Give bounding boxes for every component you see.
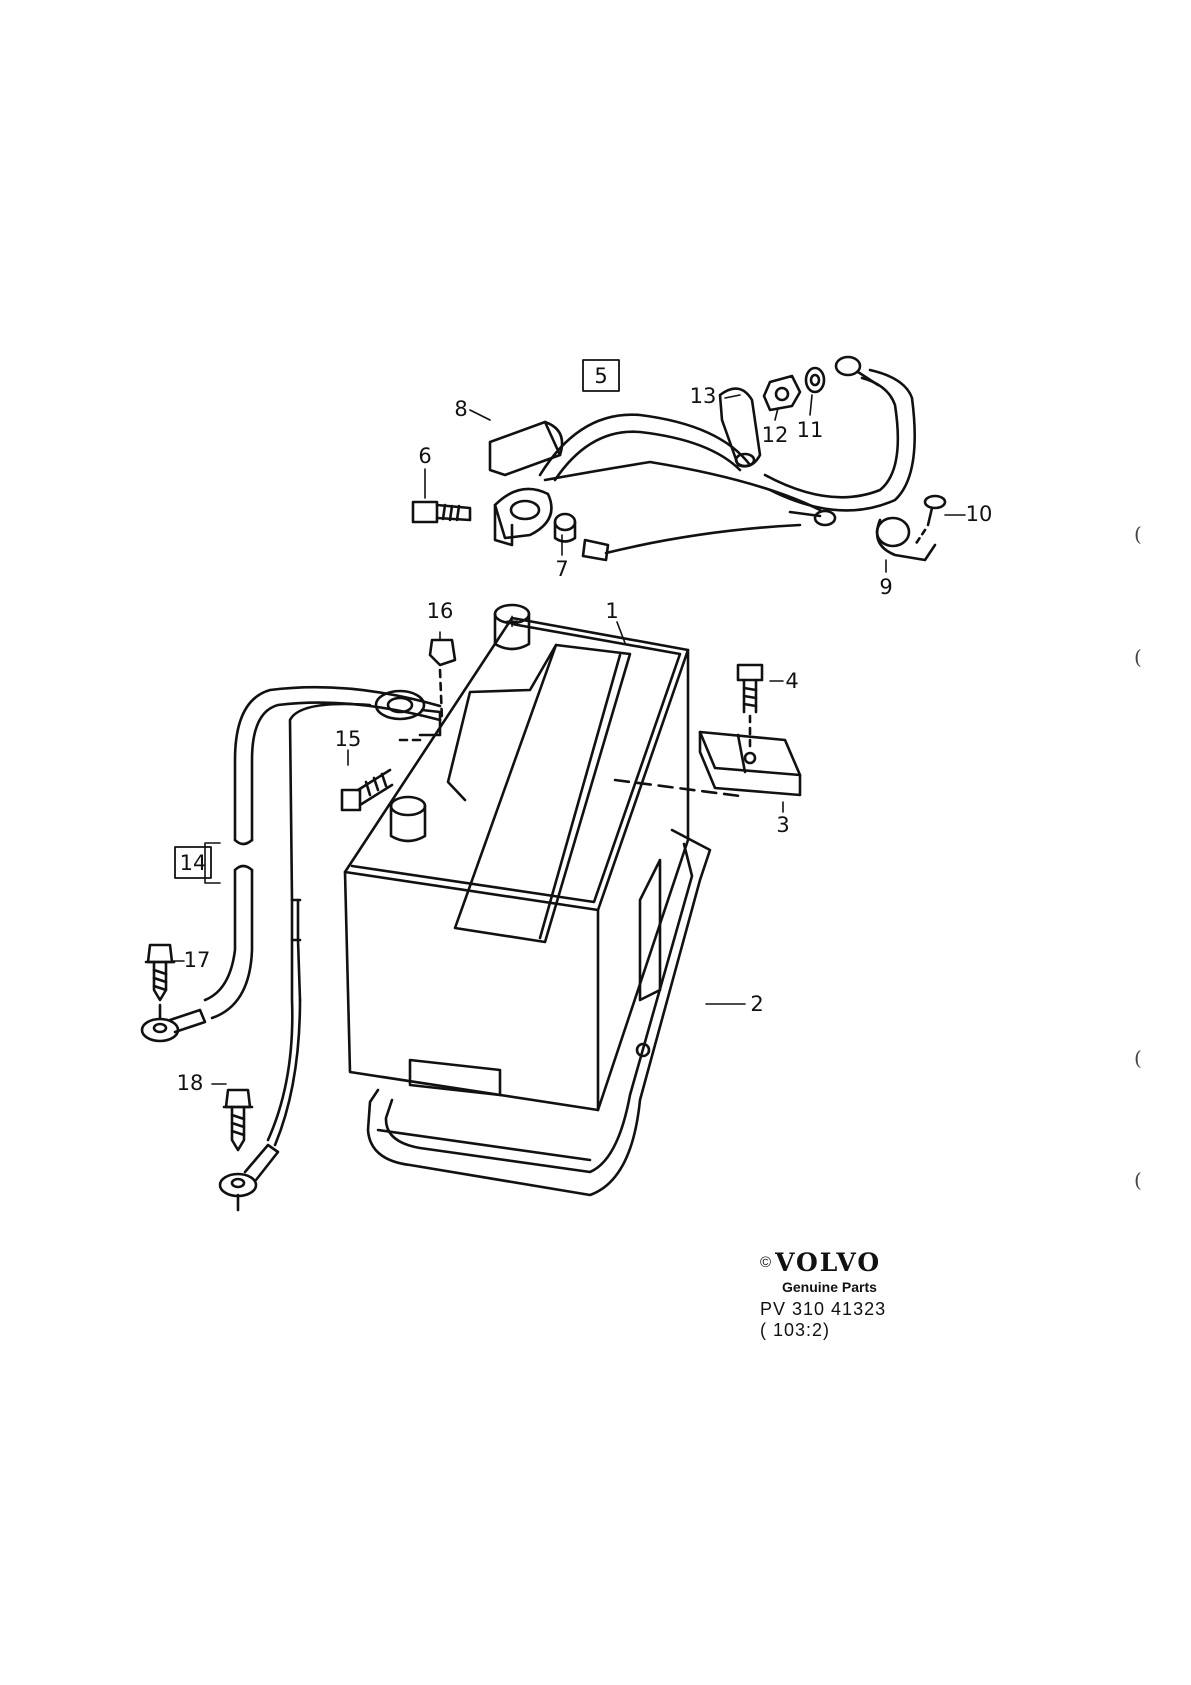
callout-17: 17 xyxy=(184,948,211,972)
battery-tray xyxy=(366,828,712,1197)
battery-terminal-positive xyxy=(493,603,531,651)
clamp-bolt xyxy=(411,500,472,524)
callout-5: 5 xyxy=(594,364,607,388)
margin-mark: ( xyxy=(1134,645,1142,669)
positive-terminal-symbol: + xyxy=(504,611,519,632)
cable-clip xyxy=(875,516,937,562)
callout-12: 12 xyxy=(762,423,789,447)
ground-screw-upper xyxy=(144,943,176,1020)
callout-4: 4 xyxy=(785,669,798,693)
volvo-logo-text: VOLVO xyxy=(775,1248,882,1277)
hold-down-clamp xyxy=(698,730,802,797)
ground-lug-lower xyxy=(218,1143,280,1198)
positive-cable xyxy=(538,368,917,512)
callout-2: 2 xyxy=(750,992,763,1016)
clamp-nut xyxy=(553,512,577,543)
clamp-dash-lines xyxy=(398,668,444,742)
callout-11: 11 xyxy=(797,418,824,442)
terminal-cover xyxy=(488,420,564,477)
margin-mark: ( xyxy=(1134,522,1142,546)
terminal-nut xyxy=(762,374,802,412)
callout-15: 15 xyxy=(335,727,362,751)
battery-clamp-positive xyxy=(493,487,553,547)
leader-lines xyxy=(171,394,966,1085)
callout-8: 8 xyxy=(454,397,467,421)
battery xyxy=(343,616,690,1112)
clip-screw xyxy=(913,494,947,547)
callout-6: 6 xyxy=(418,444,431,468)
washer xyxy=(804,366,826,394)
clamp-leader-dash xyxy=(613,778,742,798)
callout-18: 18 xyxy=(177,1071,204,1095)
callout-box-5 xyxy=(582,359,620,392)
margin-mark: ( xyxy=(1134,1046,1142,1070)
callout-13: 13 xyxy=(690,384,717,408)
drawing-reference: PV 310 41323 xyxy=(760,1299,887,1319)
callout-10: 10 xyxy=(966,502,993,526)
callout-7: 7 xyxy=(555,557,568,581)
callout-1: 1 xyxy=(605,599,618,623)
cable-ring-terminal xyxy=(834,355,880,387)
brand-line: ©VOLVO xyxy=(760,1248,886,1277)
cable-branch-wire xyxy=(581,523,802,562)
genuine-parts-label: Genuine Parts xyxy=(782,1279,877,1295)
callout-9: 9 xyxy=(879,575,892,599)
clamp-nut-negative xyxy=(428,638,457,667)
cable-ring-terminal-small xyxy=(788,509,837,527)
rubber-boot xyxy=(718,387,762,468)
battery-clamp-negative xyxy=(374,689,442,737)
margin-mark: ( xyxy=(1134,1168,1142,1192)
battery-terminal-negative xyxy=(389,795,427,843)
ground-lug-upper xyxy=(140,1008,207,1043)
drawing-section: ( 103:2) xyxy=(760,1320,831,1340)
copyright-symbol: © xyxy=(760,1254,772,1271)
diagram-caption: ©VOLVO Genuine Parts PV 310 41323 ( 103:… xyxy=(760,1248,886,1341)
ground-strap xyxy=(266,702,372,1147)
callout-box-14 xyxy=(174,846,212,879)
callout-14: 14 xyxy=(180,851,207,875)
ground-cable xyxy=(203,685,442,1020)
clamp-bolt-negative xyxy=(340,768,394,812)
callout-3: 3 xyxy=(776,813,789,837)
callout-16: 16 xyxy=(427,599,454,623)
hold-down-bolt xyxy=(736,663,764,750)
ground-screw-lower xyxy=(222,1088,254,1212)
